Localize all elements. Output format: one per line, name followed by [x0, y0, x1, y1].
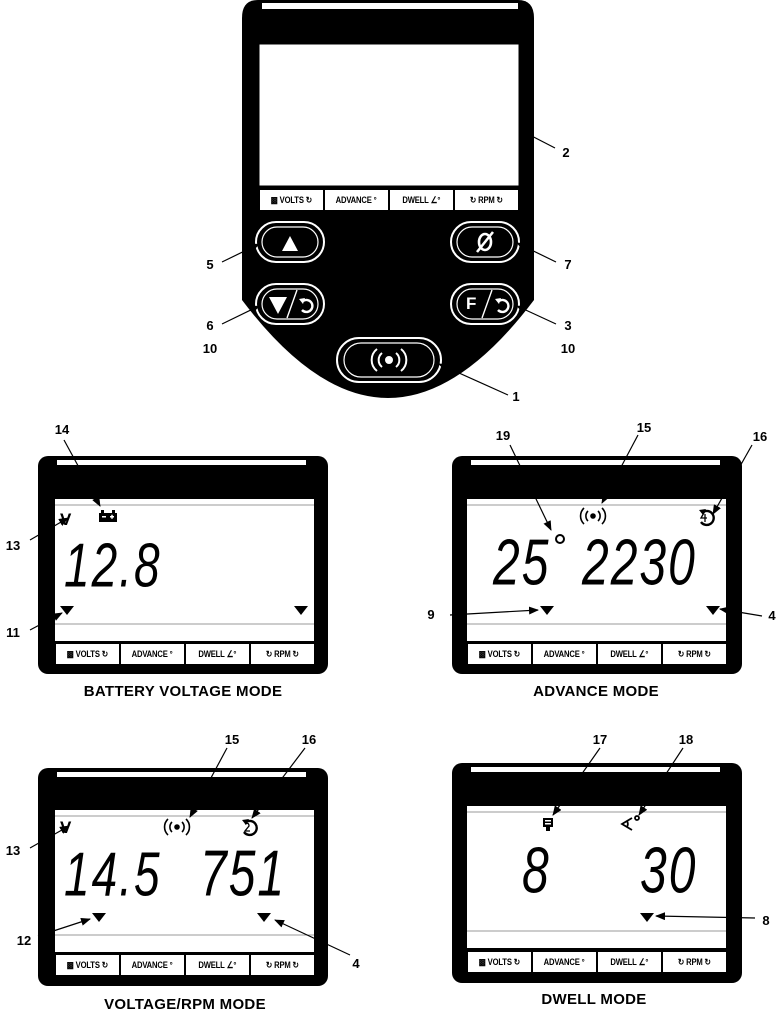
tab-dwell[interactable]: DWELL ∠°: [185, 954, 250, 976]
mode-tab-bar-dwell: ▩ VOLTS ↻ ADVANCE ° DWELL ∠° ↻ RPM ↻: [467, 951, 727, 973]
callout-3: 3: [564, 318, 572, 333]
tab-volts[interactable]: ▩ VOLTS ↻: [259, 189, 324, 211]
volts-readout: 14.5: [64, 838, 162, 910]
zero-button[interactable]: [450, 221, 520, 263]
battery-voltage-mode-title: BATTERY VOLTAGE MODE: [83, 683, 283, 700]
callout-7: 7: [564, 257, 572, 272]
main-unit-screen: [258, 43, 520, 187]
callout-10-right: 10: [560, 341, 576, 356]
volts-unit-label: V: [60, 818, 72, 837]
degree-mark: [555, 534, 565, 544]
callout-1: 1: [512, 389, 520, 404]
induction-signal-icon: [579, 507, 607, 525]
callout-6: 6: [206, 318, 214, 333]
indicator-triangle-right: [706, 606, 720, 615]
callout-11: 11: [6, 625, 20, 640]
mode-tab-bar-voltage-rpm: ▩ VOLTS ↻ ADVANCE ° DWELL ∠° ↻ RPM ↻: [55, 954, 315, 976]
callout-12: 12: [16, 933, 32, 948]
tab-dwell[interactable]: DWELL ∠°: [597, 951, 662, 973]
voltage-rpm-panel: [38, 768, 328, 986]
indicator-triangle-left: [540, 606, 554, 615]
down-function-button[interactable]: [255, 283, 325, 325]
volts-unit-label: V: [60, 510, 72, 529]
tab-advance[interactable]: ADVANCE °: [120, 954, 185, 976]
tab-rpm[interactable]: ↻ RPM ↻: [662, 951, 727, 973]
induction-signal-icon: [370, 348, 408, 372]
up-arrow-icon: [282, 236, 298, 251]
main-unit-top-strip: [262, 3, 518, 9]
battery-voltage-panel: [38, 456, 328, 674]
tab-rpm[interactable]: ↻ RPM ↻: [250, 643, 315, 665]
callout-4: 4: [768, 608, 776, 623]
callout-4: 4: [352, 956, 360, 971]
callout-13: 13: [5, 538, 21, 553]
induction-signal-icon: [163, 818, 191, 836]
f-button-label: F: [466, 294, 477, 313]
callout-14: 14: [54, 422, 70, 437]
callout-15: 15: [636, 420, 652, 435]
callout-16: 16: [301, 732, 317, 747]
tab-rpm[interactable]: ↻ RPM ↻: [454, 189, 519, 211]
indicator-triangle-left: [92, 913, 106, 922]
voltage-rpm-mode-title: VOLTAGE/RPM MODE: [104, 996, 266, 1013]
mode-tab-bar-advance: ▩ VOLTS ↻ ADVANCE ° DWELL ∠° ↻ RPM ↻: [467, 643, 727, 665]
dwell-angle-icon: [620, 815, 640, 831]
tab-advance[interactable]: ADVANCE °: [532, 643, 597, 665]
sensor-button[interactable]: [336, 337, 442, 383]
tab-advance[interactable]: ADVANCE °: [324, 189, 389, 211]
callout-13: 13: [5, 843, 21, 858]
indicator-triangle-left: [60, 606, 74, 615]
tab-rpm[interactable]: ↻ RPM ↻: [250, 954, 315, 976]
callout-17: 17: [592, 732, 608, 747]
indicator-triangle-right: [640, 913, 654, 922]
cycle-icon: [495, 298, 510, 314]
callout-9: 9: [427, 607, 435, 622]
tab-advance[interactable]: ADVANCE °: [532, 951, 597, 973]
tab-dwell[interactable]: DWELL ∠°: [185, 643, 250, 665]
tab-advance[interactable]: ADVANCE °: [120, 643, 185, 665]
indicator-triangle-right: [257, 913, 271, 922]
tab-volts[interactable]: ▩ VOLTS ↻: [55, 643, 120, 665]
tab-volts[interactable]: ▩ VOLTS ↻: [467, 951, 532, 973]
advance-panel: [452, 456, 742, 674]
callout-15: 15: [224, 732, 240, 747]
callout-16: 16: [752, 429, 768, 444]
dwell-mode-title: DWELL MODE: [541, 991, 647, 1008]
callout-18: 18: [678, 732, 694, 747]
rpm-readout: 751: [200, 838, 287, 911]
mode-tab-bar-main: ▩ VOLTS ↻ ADVANCE ° DWELL ∠° ↻ RPM ↻: [259, 189, 519, 211]
advance-mode-title: ADVANCE MODE: [533, 683, 659, 700]
tab-dwell[interactable]: DWELL ∠°: [389, 189, 454, 211]
leader-lines-panels: [29, 434, 763, 956]
dwell-panel: [452, 763, 742, 983]
f-function-button[interactable]: [450, 283, 520, 325]
tab-dwell[interactable]: DWELL ∠°: [597, 643, 662, 665]
callout-2: 2: [562, 145, 570, 160]
cylinder-icon: [543, 818, 553, 831]
cylinder-count-readout: 8: [522, 835, 551, 908]
mode-tab-bar-battery: ▩ VOLTS ↻ ADVANCE ° DWELL ∠° ↻ RPM ↻: [55, 643, 315, 665]
cycle-icon: [299, 298, 314, 314]
callout-10-left: 10: [202, 341, 218, 356]
tab-rpm[interactable]: ↻ RPM ↻: [662, 643, 727, 665]
callout-19: 19: [495, 428, 511, 443]
leader-lines-top: [221, 130, 557, 396]
down-arrow-icon: [269, 297, 287, 314]
tab-volts[interactable]: ▩ VOLTS ↻: [55, 954, 120, 976]
advance-degrees-readout: 25: [493, 527, 551, 600]
battery-icon: [99, 510, 117, 522]
battery-voltage-readout: 12.8: [64, 529, 162, 601]
indicator-triangle-right: [294, 606, 308, 615]
up-button[interactable]: [255, 221, 325, 263]
zero-slash-icon: [475, 231, 495, 253]
tab-volts[interactable]: ▩ VOLTS ↻: [467, 643, 532, 665]
callout-5: 5: [206, 257, 214, 272]
advance-rpm-readout: 2230: [582, 527, 697, 600]
callout-8: 8: [762, 913, 770, 928]
rpm-2-cycle-icon: [242, 819, 258, 837]
rpm-4-cycle-icon: [699, 509, 715, 527]
dwell-angle-readout: 30: [640, 835, 698, 908]
